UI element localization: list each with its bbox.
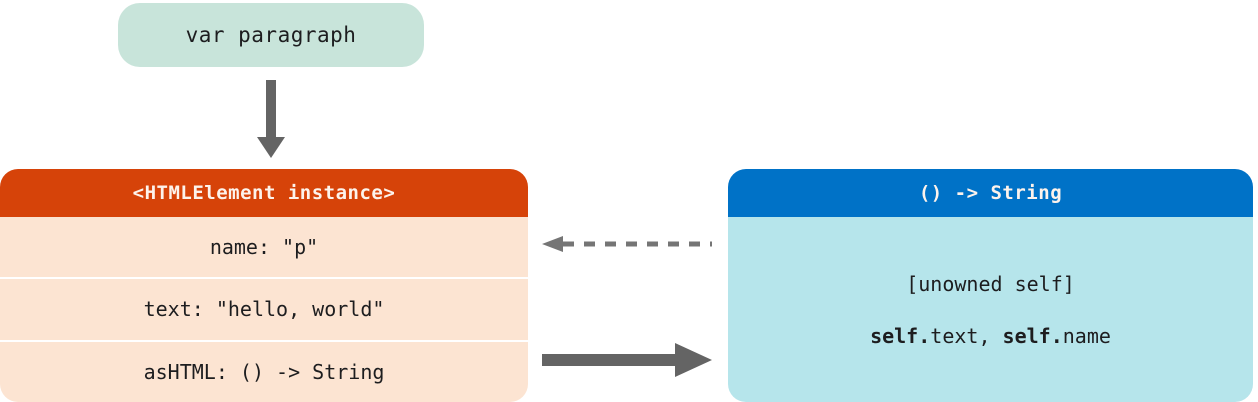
variable-pill: var paragraph: [118, 3, 424, 67]
property-row-ashtml: asHTML: () -> String: [0, 339, 528, 402]
instance-box: <HTMLElement instance> name: "p" text: "…: [0, 169, 528, 402]
closure-box: () -> String [unowned self] self.text, s…: [728, 169, 1253, 402]
capture-list-text: [unowned self]: [906, 271, 1075, 296]
closure-expression: self.text, self.name: [870, 324, 1111, 348]
expression-text: text: [930, 323, 979, 348]
property-name-label: name: "p": [209, 235, 319, 260]
instance-box-body: name: "p" text: "hello, world" asHTML: (…: [0, 217, 528, 402]
variable-pill-label: var paragraph: [185, 23, 357, 47]
expression-name: name: [1062, 323, 1111, 348]
closure-box-header: () -> String: [728, 169, 1253, 217]
capture-list-label: [unowned self]: [906, 272, 1075, 296]
arrow-down-icon: [257, 80, 285, 158]
closure-box-body: [unowned self] self.text, self.name: [728, 217, 1253, 402]
instance-box-header: <HTMLElement instance>: [0, 169, 528, 217]
expression-self-2: self.: [1002, 323, 1063, 348]
arrow-right-solid-icon: [542, 343, 712, 377]
expression-self-1: self.: [870, 323, 931, 348]
property-row-name: name: "p": [0, 217, 528, 277]
property-text-label: text: "hello, world": [143, 297, 385, 322]
expression-separator: ,: [978, 323, 1003, 348]
property-ashtml-label: asHTML: () -> String: [143, 359, 385, 384]
closure-box-title: () -> String: [918, 182, 1063, 204]
instance-box-title: <HTMLElement instance>: [132, 182, 396, 204]
property-row-text: text: "hello, world": [0, 277, 528, 339]
arrow-left-dashed-icon: [542, 236, 712, 252]
